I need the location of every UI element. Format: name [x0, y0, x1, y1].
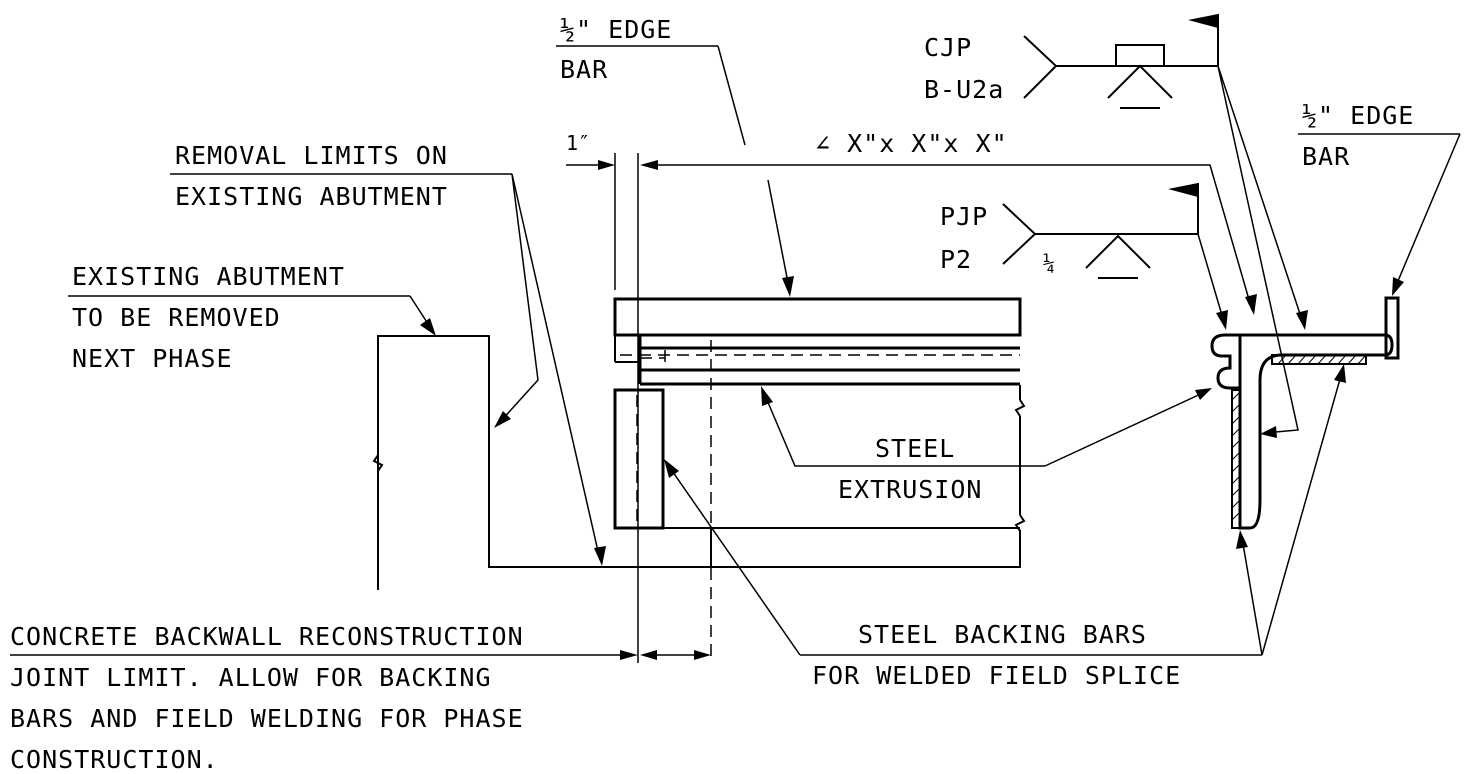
- cjp-line-2: B-U2a: [924, 75, 1004, 104]
- steel-extrusion-line-1: STEEL: [875, 434, 955, 463]
- concrete-line-4: CONSTRUCTION.: [10, 745, 219, 774]
- cjp-weld-symbol: [1023, 14, 1219, 109]
- edge-bar-right-line-2: BAR: [1302, 142, 1350, 171]
- concrete-line-1: CONCRETE BACKWALL RECONSTRUCTION: [10, 622, 524, 651]
- dimension-1-inch-label: 1″: [566, 131, 590, 155]
- concrete-line-2: JOINT LIMIT. ALLOW FOR BACKING: [10, 663, 492, 692]
- backing-bars-label: STEEL BACKING BARS FOR WELDED FIELD SPLI…: [812, 620, 1181, 690]
- pjp-weld-size: ¼: [1043, 251, 1055, 275]
- backing-line-1: STEEL BACKING BARS: [858, 620, 1147, 649]
- angle-section: [1210, 296, 1400, 530]
- removal-limits-label: REMOVAL LIMITS ON EXISTING ABUTMENT: [170, 141, 512, 211]
- concrete-backwall-label: CONCRETE BACKWALL RECONSTRUCTION JOINT L…: [10, 622, 524, 774]
- steel-extrusion-line-2: EXTRUSION: [838, 475, 982, 504]
- edge-bar-plate-top: [613, 297, 1022, 337]
- cjp-weld-label: CJP B-U2a: [924, 33, 1004, 104]
- existing-line-1: EXISTING ABUTMENT: [72, 262, 345, 291]
- concrete-line-3: BARS AND FIELD WELDING FOR PHASE: [10, 704, 524, 733]
- existing-abutment-label: EXISTING ABUTMENT TO BE REMOVED NEXT PHA…: [68, 262, 410, 373]
- edge-bar-right-label: ½" EDGE BAR: [1298, 101, 1460, 171]
- edge-bar-top-label: ½" EDGE BAR: [556, 15, 718, 84]
- cjp-line-1: CJP: [924, 33, 972, 62]
- angle-size-label: ∠ X"x X"x X": [815, 129, 1008, 158]
- steel-extrusion-label: STEEL EXTRUSION: [838, 434, 982, 504]
- edge-bar-right-line-1: ½" EDGE: [1302, 101, 1414, 130]
- steel-extrusion-plan: [614, 335, 1020, 386]
- edge-bar-top-line-1: ½" EDGE: [560, 15, 672, 44]
- removal-line-1: REMOVAL LIMITS ON: [175, 141, 448, 170]
- backing-line-2: FOR WELDED FIELD SPLICE: [812, 661, 1181, 690]
- pjp-weld-symbol: [1002, 183, 1199, 279]
- edge-bar-top-line-2: BAR: [560, 55, 608, 84]
- existing-line-2: TO BE REMOVED: [72, 303, 281, 332]
- pjp-line-2: P2: [940, 245, 972, 274]
- steel-backing-bar-plan: [613, 388, 665, 530]
- removal-line-2: EXISTING ABUTMENT: [175, 182, 448, 211]
- pjp-weld-label: PJP P2 ¼: [940, 202, 1055, 275]
- field-weld-flag-icon-2: [1168, 183, 1198, 197]
- existing-line-3: NEXT PHASE: [72, 344, 233, 373]
- pjp-line-1: PJP: [940, 202, 988, 231]
- field-weld-flag-icon: [1188, 14, 1218, 28]
- leader-lines: [10, 45, 1461, 660]
- existing-abutment-outline: [372, 335, 1026, 590]
